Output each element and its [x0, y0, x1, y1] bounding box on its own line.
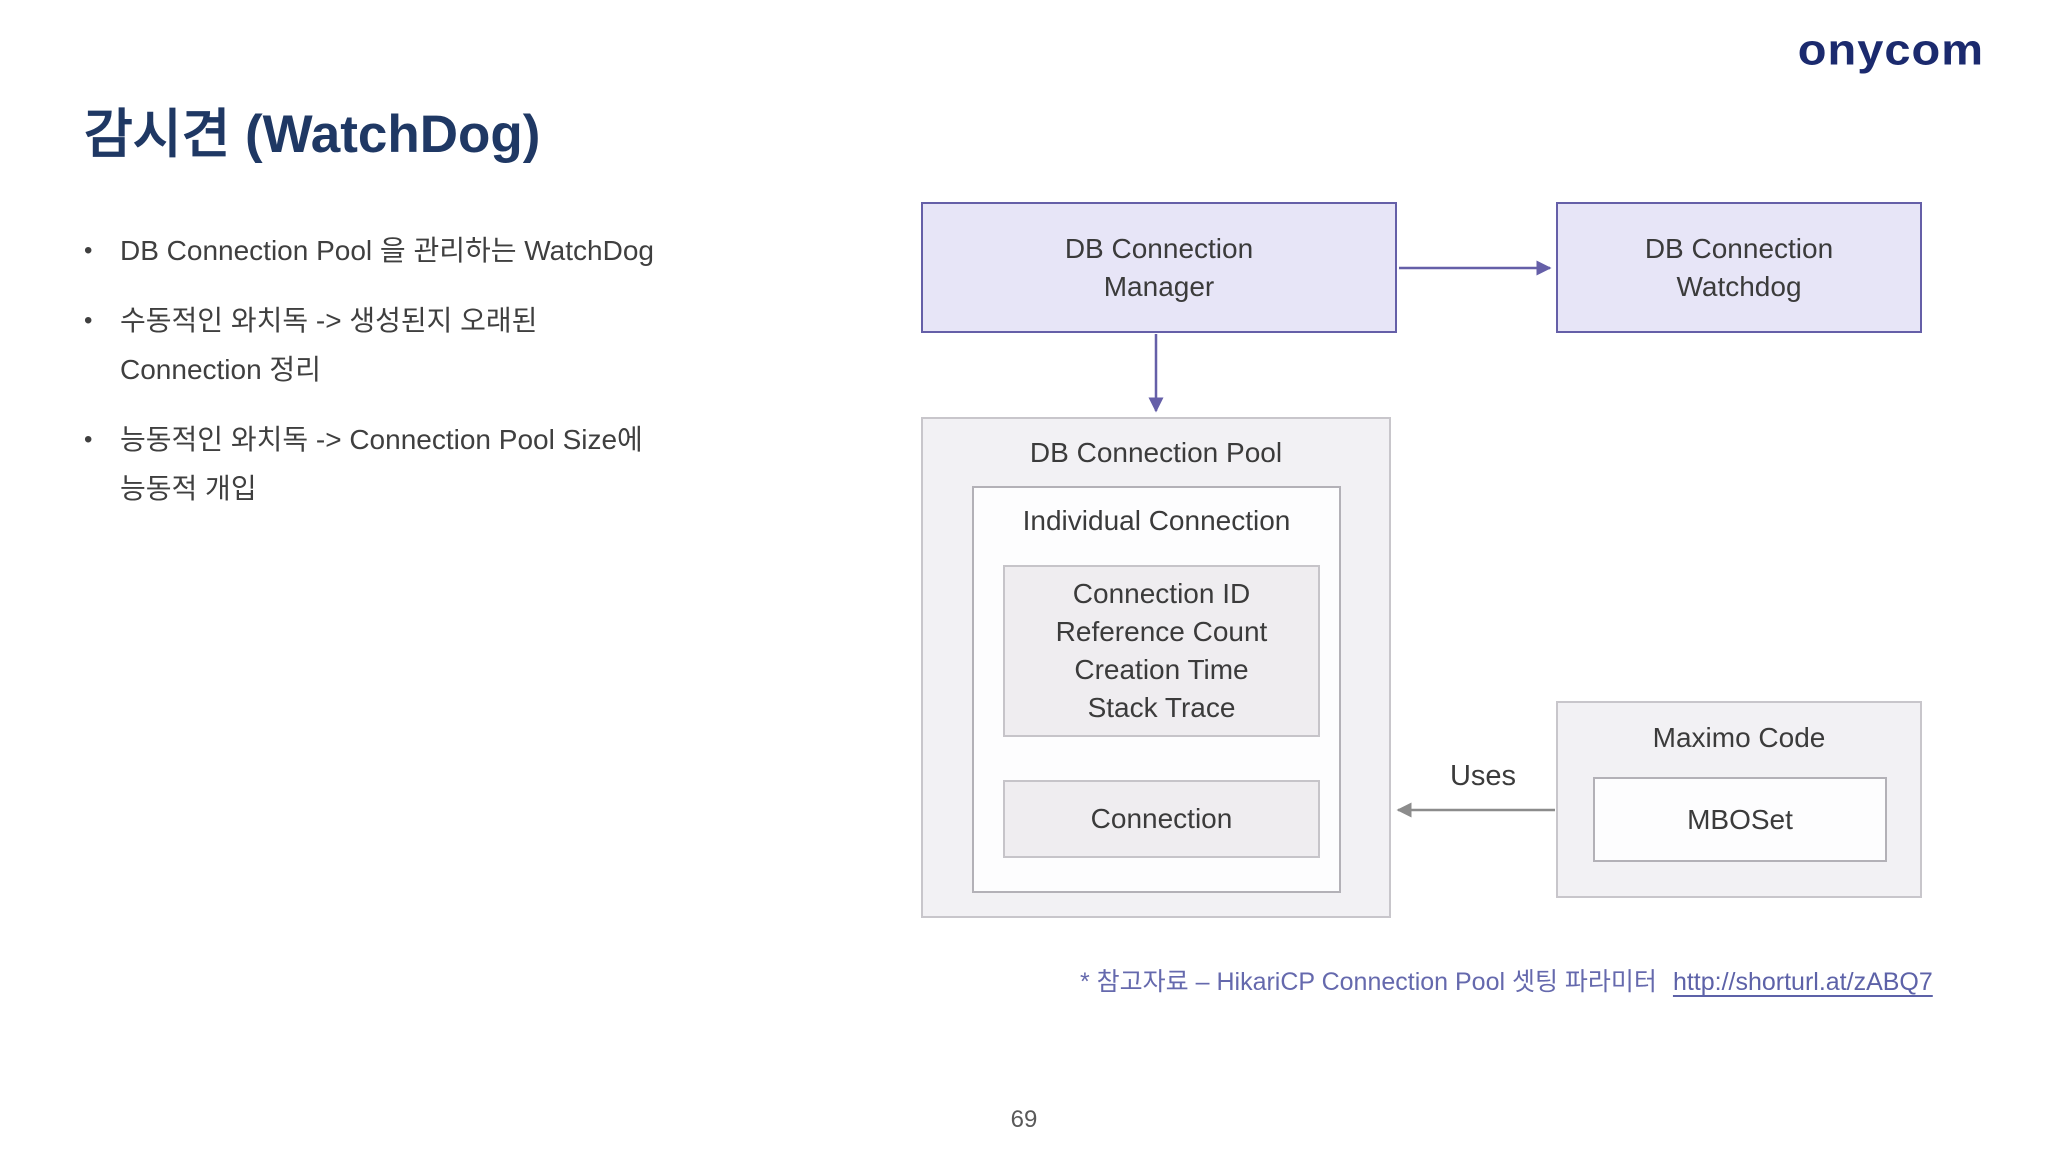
bullet-list: • DB Connection Pool 을 관리하는 WatchDog • 수…	[84, 226, 804, 534]
footnote: * 참고자료 – HikariCP Connection Pool 셋팅 파라미…	[1080, 962, 1933, 998]
bullet-text: 수동적인 와치독 -> 생성된지 오래된 Connection 정리	[120, 305, 538, 385]
uses-arrow-label: Uses	[1449, 760, 1517, 792]
bullet-text: 능동적인 와치독 -> Connection Pool Size에 능동적 개입	[120, 424, 643, 504]
mboset-box: MBOSet	[1593, 777, 1887, 862]
page-title: 감시견 (WatchDog)	[84, 105, 541, 164]
connection-label: Connection	[1090, 803, 1233, 834]
onycom-logo: onycom	[1797, 24, 1984, 74]
connection-details-label: Connection ID Reference Count Creation T…	[1055, 578, 1268, 723]
bullet-icon: •	[84, 426, 93, 453]
list-item: • 능동적인 와치독 -> Connection Pool Size에 능동적 …	[84, 415, 804, 513]
list-item: • DB Connection Pool 을 관리하는 WatchDog	[84, 226, 804, 275]
page-number: 69	[1010, 1106, 1038, 1133]
db-connection-manager-label: DB Connection Manager	[1064, 232, 1254, 302]
db-connection-watchdog-box: DB Connection Watchdog	[1556, 202, 1922, 333]
db-connection-manager-box: DB Connection Manager	[921, 202, 1397, 333]
bullet-icon: •	[84, 237, 93, 264]
db-connection-pool-label: DB Connection Pool	[1029, 437, 1283, 468]
maximo-code-label: Maximo Code	[1652, 722, 1826, 753]
individual-connection-label: Individual Connection	[1022, 505, 1291, 536]
bullet-text: DB Connection Pool 을 관리하는 WatchDog	[120, 235, 654, 266]
footnote-text: * 참고자료 – HikariCP Connection Pool 셋팅 파라미…	[1080, 968, 1657, 996]
bullet-icon: •	[84, 307, 93, 334]
connection-box: Connection	[1003, 780, 1320, 858]
list-item: • 수동적인 와치독 -> 생성된지 오래된 Connection 정리	[84, 296, 804, 394]
mboset-label: MBOSet	[1687, 803, 1793, 835]
db-connection-watchdog-label: DB Connection Watchdog	[1644, 232, 1834, 302]
connection-details-box: Connection ID Reference Count Creation T…	[1003, 565, 1320, 737]
footnote-link[interactable]: http://shorturl.at/zABQ7	[1672, 968, 1933, 996]
